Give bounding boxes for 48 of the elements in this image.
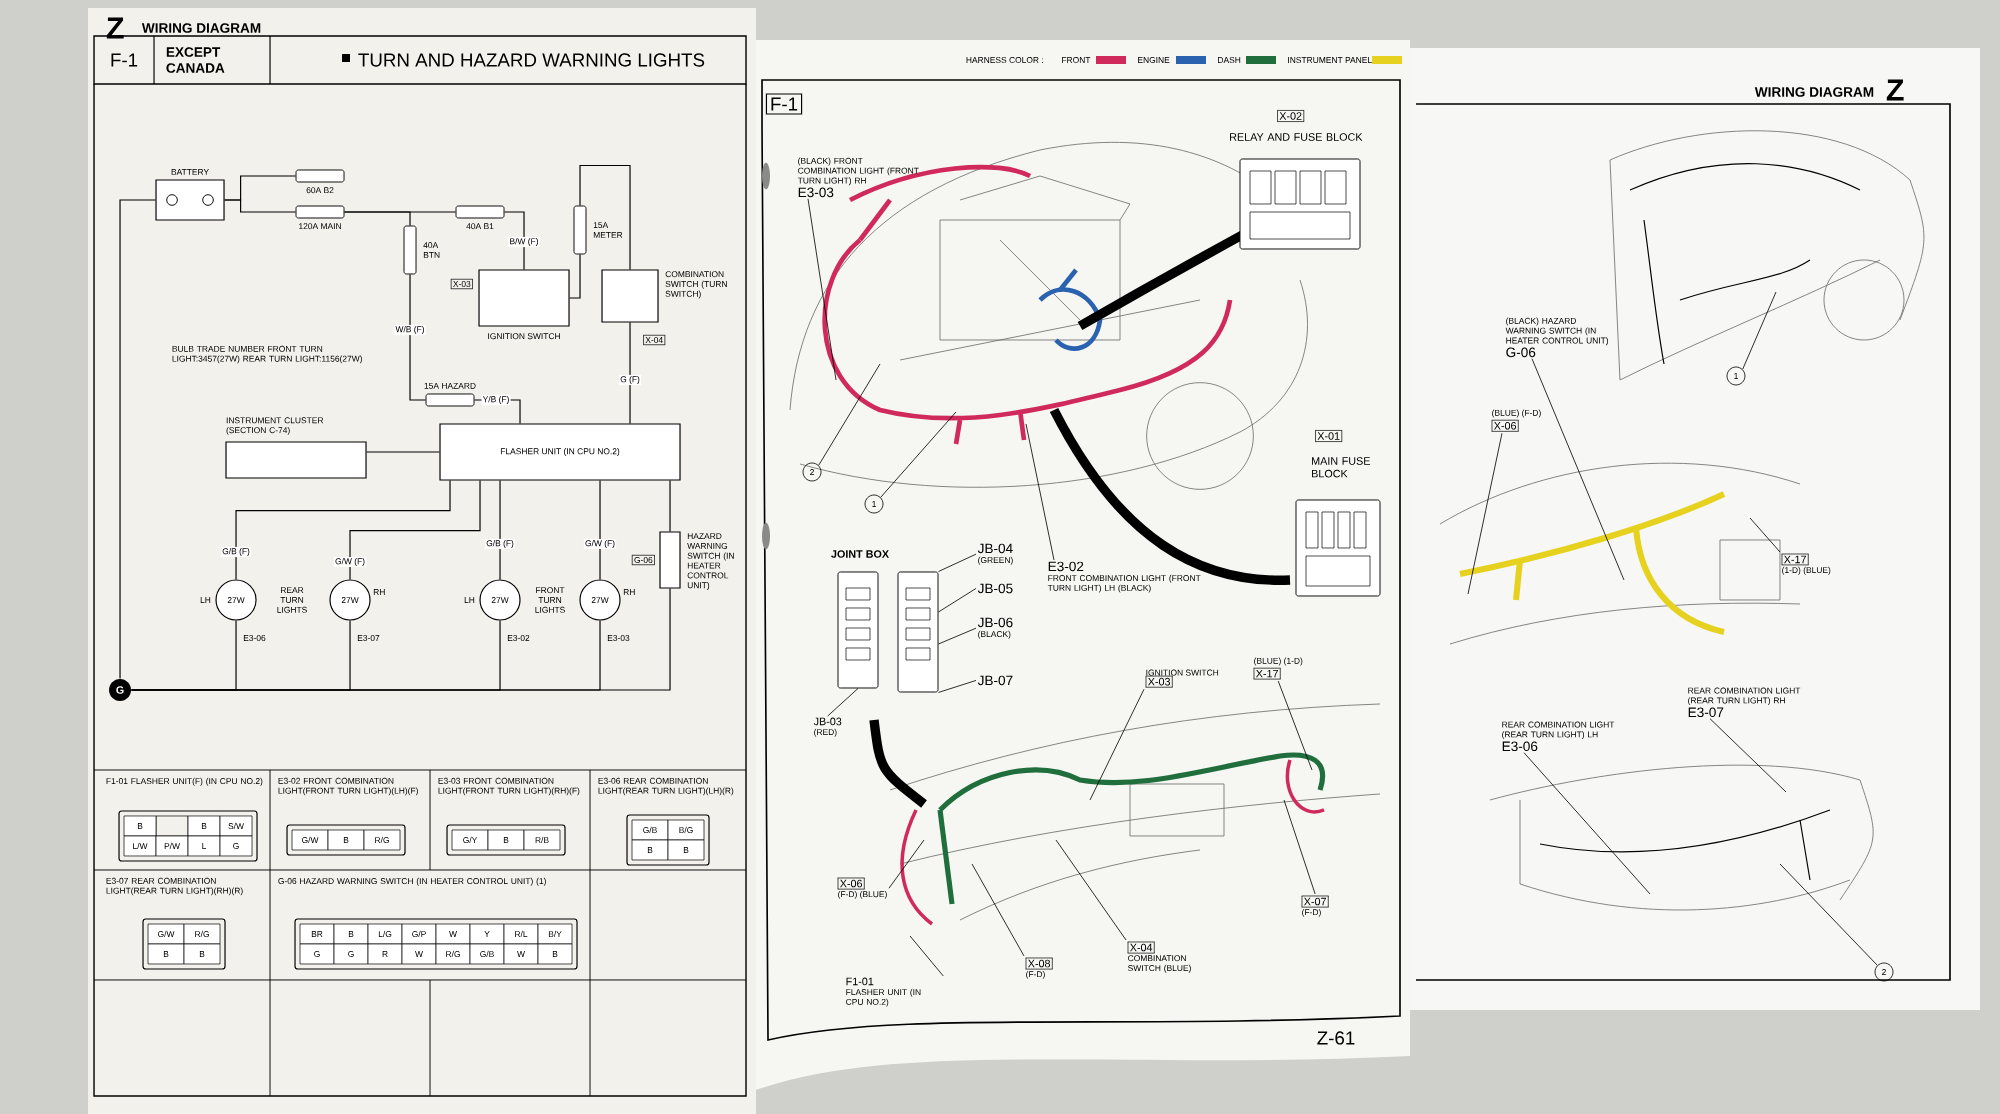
rear-bumper-drawing — [1489, 764, 1874, 911]
leader-line — [1025, 423, 1055, 561]
section-title: TURN AND HAZARD WARNING LIGHTS — [358, 53, 705, 67]
wire — [409, 273, 427, 401]
leader-line — [1749, 517, 1781, 553]
wire — [629, 322, 631, 424]
leader-line — [818, 363, 881, 466]
leader-line — [938, 627, 977, 645]
page-letter: Z — [1886, 79, 1904, 101]
leader-line — [1055, 839, 1127, 941]
section-code: F-1 — [111, 53, 138, 67]
joint-box-drawing — [897, 571, 939, 693]
leader-line — [971, 863, 1025, 957]
leader-line — [1089, 688, 1145, 801]
leader-line — [880, 411, 957, 498]
leader-line — [1531, 358, 1625, 581]
leader-line — [827, 688, 859, 717]
wire — [499, 480, 501, 580]
leader-line — [1742, 291, 1777, 370]
leader-line — [1467, 432, 1503, 595]
wire — [130, 588, 671, 691]
leader-line — [938, 553, 977, 572]
wire — [349, 480, 481, 580]
page-number: Z-61 — [1317, 1031, 1355, 1045]
wire — [503, 211, 525, 270]
wire — [224, 175, 297, 201]
leader-line — [1523, 752, 1651, 895]
leader-line — [888, 839, 925, 889]
leader-line — [909, 935, 944, 977]
leader-line — [1283, 799, 1316, 895]
wire — [569, 253, 581, 299]
leader-line — [1277, 680, 1313, 771]
wire — [473, 399, 521, 424]
leader-line — [938, 680, 977, 693]
leader-line — [1779, 863, 1878, 966]
section-code: F-1 — [765, 93, 803, 115]
leader-line — [938, 588, 977, 613]
wire — [343, 211, 457, 213]
leader-line — [1709, 718, 1787, 793]
wire — [599, 480, 601, 580]
wire — [119, 199, 156, 680]
wire — [366, 451, 440, 453]
joint-box-drawing — [837, 571, 879, 689]
leader-line — [807, 198, 837, 381]
wire — [235, 480, 451, 580]
wire — [669, 480, 671, 532]
wire — [579, 164, 631, 270]
page-letter: Z — [106, 17, 124, 39]
